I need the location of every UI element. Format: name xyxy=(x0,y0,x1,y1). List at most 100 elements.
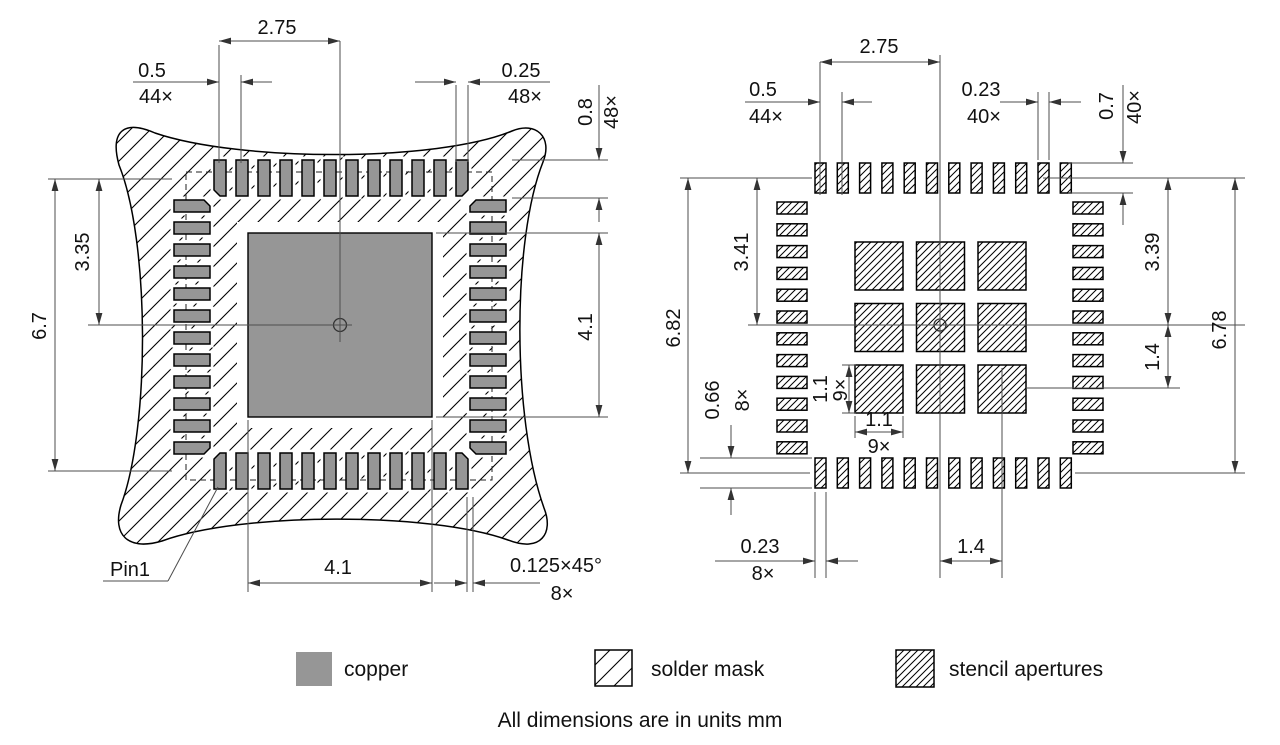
copper-pad xyxy=(279,159,293,197)
copper-pad xyxy=(345,159,359,197)
copper-pad xyxy=(433,452,447,490)
dimension-arrow xyxy=(595,198,603,210)
dim-right-total-height: 6.78 xyxy=(1209,311,1231,350)
dimension-arrow xyxy=(808,98,820,106)
dim-aperture-width-value: 0.23 xyxy=(962,79,1001,101)
stencil-aperture xyxy=(776,375,808,390)
stencil-aperture xyxy=(776,441,808,455)
dim-pad-pitch-count: 44× xyxy=(139,86,173,108)
stencil-aperture xyxy=(776,397,808,411)
dimension-arrow xyxy=(1231,461,1239,473)
stencil-aperture xyxy=(881,457,894,489)
dimension-arrow xyxy=(1164,178,1172,190)
copper-pad xyxy=(469,221,507,235)
dimension-arrow xyxy=(595,405,603,417)
copper-pad xyxy=(173,397,211,411)
copper-pad xyxy=(469,353,507,367)
stencil-aperture xyxy=(1014,457,1028,489)
dim-square-height-value: 1.1 xyxy=(810,375,832,403)
dimension-arrow xyxy=(820,58,832,66)
stencil-aperture xyxy=(776,201,808,215)
dim-aperture-pitch-count: 44× xyxy=(749,106,783,128)
copper-pad xyxy=(173,309,211,323)
dimension-arrow xyxy=(842,98,854,106)
copper-pad xyxy=(173,441,211,455)
copper-pad xyxy=(455,452,469,490)
dimension-arrow xyxy=(1049,98,1061,106)
dim-chamfer-value: 0.125×45° xyxy=(510,555,602,577)
dim-square-width-count: 9× xyxy=(868,436,891,458)
stencil-aperture xyxy=(970,457,983,489)
copper-pad xyxy=(411,159,425,197)
dim-bottom-pitch: 1.4 xyxy=(957,536,985,558)
dimension-arrow xyxy=(1231,178,1239,190)
dimension-arrow xyxy=(1164,325,1172,337)
dimension-arrow xyxy=(444,78,456,86)
dimension-arrow xyxy=(1164,376,1172,388)
stencil-aperture xyxy=(1037,457,1050,489)
copper-pad xyxy=(469,397,507,411)
copper-pad xyxy=(235,159,249,197)
stencil-aperture xyxy=(858,162,872,194)
legend-stencil-swatch xyxy=(895,649,935,688)
dim-square-width-value: 1.1 xyxy=(865,409,893,431)
dimension-arrow xyxy=(990,557,1002,565)
dimension-arrow xyxy=(420,579,432,587)
copper-pad xyxy=(469,441,507,455)
dimension-arrow xyxy=(207,78,219,86)
stencil-aperture xyxy=(1072,332,1104,346)
stencil-aperture xyxy=(948,162,961,194)
copper-pad xyxy=(301,452,315,490)
copper-pad xyxy=(469,287,507,301)
stencil-aperture xyxy=(1072,288,1104,302)
copper-pad xyxy=(279,452,293,490)
dimension-arrow xyxy=(455,579,467,587)
copper-pad xyxy=(469,375,507,389)
dim-aperture-length-value: 0.7 xyxy=(1096,92,1118,120)
dimension-arrow xyxy=(595,148,603,160)
legend-stencil-label: stencil apertures xyxy=(949,658,1103,681)
thermal-aperture xyxy=(977,241,1027,291)
stencil-aperture xyxy=(1072,201,1104,215)
dim-stencil-center-height: 3.41 xyxy=(731,233,753,272)
dim-corner-length-count: 8× xyxy=(732,389,754,412)
stencil-aperture xyxy=(1072,397,1104,411)
dim-thermal-height: 4.1 xyxy=(575,313,597,341)
dim-span-top-stencil: 2.75 xyxy=(860,36,899,58)
stencil-aperture xyxy=(1072,266,1104,281)
copper-pad xyxy=(257,452,271,490)
stencil-aperture xyxy=(776,244,808,259)
stencil-aperture xyxy=(903,457,916,489)
dimension-lines xyxy=(48,37,1245,592)
package-outline xyxy=(185,171,493,481)
copper-pad xyxy=(323,452,337,490)
legend-swatches xyxy=(296,649,935,688)
copper-pad xyxy=(301,159,315,197)
copper-pad xyxy=(469,331,507,345)
copper-pad xyxy=(367,452,381,490)
dim-aperture-length-count: 40× xyxy=(1124,90,1146,124)
stencil-aperture xyxy=(881,162,894,194)
copper-land-view-labels: 0.5 44× 2.75 0.25 48× 0.8 48× 6.7 3.35 4… xyxy=(29,17,623,605)
stencil-aperture xyxy=(1072,441,1104,455)
dimension-arrow xyxy=(928,58,940,66)
copper-pad xyxy=(367,159,381,197)
dim-stencil-total-height: 6.82 xyxy=(663,309,685,348)
stencil-aperture xyxy=(776,266,808,281)
thermal-aperture xyxy=(854,241,904,291)
copper-pad xyxy=(213,452,227,490)
dimension-arrow xyxy=(940,557,952,565)
stencil-aperture xyxy=(1072,244,1104,259)
copper-pad xyxy=(173,199,211,213)
stencil-aperture xyxy=(836,162,850,194)
copper-pad xyxy=(345,452,359,490)
copper-pad xyxy=(173,375,211,389)
legend-solder-mask-label: solder mask xyxy=(651,658,765,681)
stencil-aperture xyxy=(776,223,808,237)
stencil-aperture xyxy=(992,162,1006,194)
dimension-arrow xyxy=(727,488,735,500)
pin1-label: Pin1 xyxy=(110,559,150,581)
stencil-aperture xyxy=(858,457,872,489)
dimension-arrow xyxy=(684,178,692,190)
copper-pad xyxy=(235,452,249,490)
